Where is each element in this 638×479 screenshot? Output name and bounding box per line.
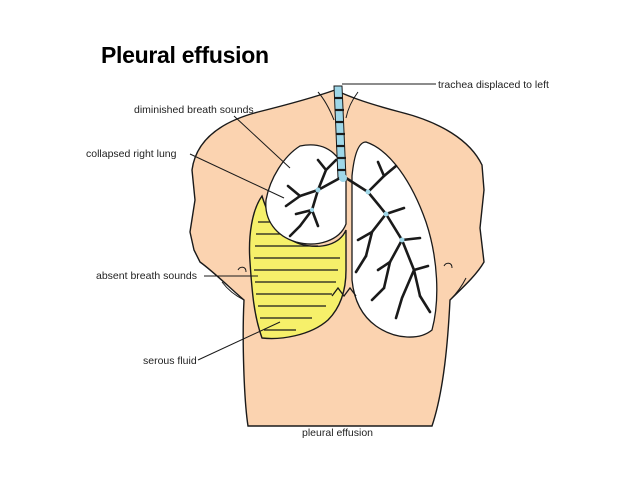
label-collapsed: collapsed right lung (86, 148, 177, 160)
slide-title: Pleural effusion (101, 42, 269, 68)
leader-lines (189, 83, 436, 361)
armpit-crease-left (221, 281, 245, 301)
nipple-left (237, 266, 247, 273)
armpit-crease-right (449, 277, 467, 301)
xiphoid-mark (331, 286, 357, 298)
neck-line-right (345, 91, 359, 119)
serous-fluid (248, 194, 347, 340)
label-caption: pleural effusion (302, 427, 373, 439)
label-absent: absent breath sounds (96, 270, 197, 282)
nipple-right (443, 262, 453, 269)
neck-line-left (317, 91, 335, 121)
airway-highlights (309, 174, 405, 243)
label-serous: serous fluid (143, 355, 197, 367)
label-diminished: diminished breath sounds (134, 104, 254, 116)
bronchial-tree (284, 158, 432, 320)
left-lung (351, 141, 438, 338)
label-trachea: trachea displaced to left (438, 79, 549, 91)
trachea (333, 85, 347, 179)
